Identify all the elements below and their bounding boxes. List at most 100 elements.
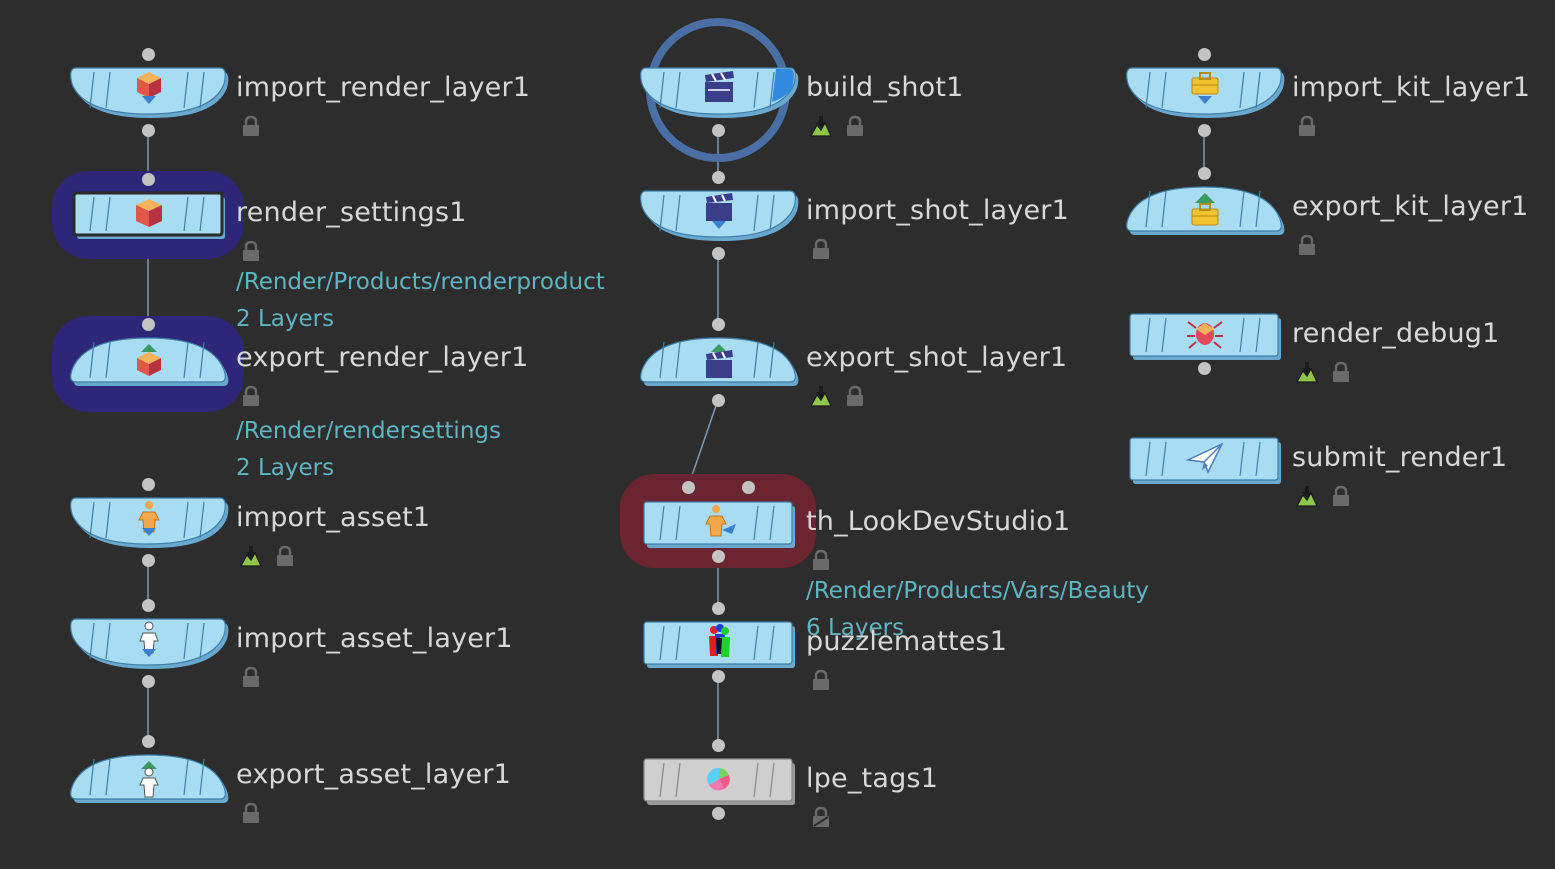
node-export-kit-layer1[interactable] (1126, 185, 1285, 255)
toolkit-down-icon (1180, 66, 1230, 110)
connector-dot[interactable] (141, 734, 155, 748)
connector-dot[interactable] (711, 806, 725, 820)
connector-dot[interactable] (711, 123, 725, 137)
annotation-line: 6 Layers (806, 615, 905, 641)
node-label[interactable]: th_LookDevStudio1 (806, 506, 1071, 537)
node-flags (1296, 115, 1318, 137)
bypass-lock-icon (810, 806, 832, 828)
node-export-shot-layer1[interactable] (640, 336, 799, 406)
lock-icon (240, 240, 262, 262)
node-import-render-layer1[interactable] (70, 66, 229, 136)
node-label[interactable]: import_asset1 (236, 502, 431, 533)
node-flags (810, 806, 832, 828)
node-flags (240, 666, 262, 688)
node-submit-render1[interactable] (1129, 436, 1281, 506)
annotation-line: /Render/Products/renderproduct (236, 269, 605, 295)
import-icon (1295, 361, 1318, 383)
node-flags (810, 669, 832, 691)
lock-icon (240, 666, 262, 688)
lpe-tags-icon (694, 757, 744, 801)
lock-icon (810, 669, 832, 691)
node-flags (809, 385, 866, 407)
node-flags (1295, 485, 1352, 507)
connector-dot[interactable] (681, 480, 695, 494)
lock-icon (1330, 485, 1352, 507)
puzzle-mattes-icon (694, 620, 744, 664)
node-label[interactable]: puzzlemattes1 (806, 626, 1008, 657)
node-puzzlemattes1[interactable] (643, 620, 795, 690)
debug-bug-icon (1180, 312, 1230, 356)
node-label[interactable]: submit_render1 (1292, 442, 1508, 473)
node-flags (809, 115, 866, 137)
connector-dot[interactable] (1197, 166, 1211, 180)
node-flags (240, 385, 262, 407)
connector-dot[interactable] (711, 317, 725, 331)
lock-icon (1296, 234, 1318, 256)
node-label[interactable]: export_render_layer1 (236, 342, 529, 373)
connector-dot[interactable] (1197, 361, 1211, 375)
asset-layer-down-icon (124, 617, 174, 661)
connector-dot[interactable] (141, 553, 155, 567)
node-label[interactable]: export_asset_layer1 (236, 759, 512, 790)
node-export-render-layer1[interactable] (70, 336, 229, 406)
lock-icon (274, 545, 296, 567)
node-label[interactable]: export_kit_layer1 (1292, 191, 1529, 222)
render-box-down-icon (124, 66, 174, 110)
connector-dot[interactable] (711, 393, 725, 407)
node-import-shot-layer1[interactable] (640, 189, 799, 259)
node-flags (1295, 361, 1352, 383)
connector-dot[interactable] (711, 549, 725, 563)
connector-dot[interactable] (741, 480, 755, 494)
connector-dot[interactable] (141, 172, 155, 186)
connector-dot[interactable] (711, 738, 725, 752)
node-label[interactable]: lpe_tags1 (806, 763, 939, 794)
node-label[interactable]: import_shot_layer1 (806, 195, 1069, 226)
node-label[interactable]: build_shot1 (806, 72, 964, 103)
connector-dot[interactable] (141, 674, 155, 688)
connector-dot[interactable] (711, 669, 725, 683)
node-import-kit-layer1[interactable] (1126, 66, 1285, 136)
node-render-settings1[interactable] (72, 191, 225, 261)
render-box-icon (124, 191, 174, 235)
node-import-asset1[interactable] (70, 496, 229, 566)
node-label[interactable]: import_render_layer1 (236, 72, 531, 103)
wire[interactable] (687, 399, 719, 488)
node-flags (810, 549, 832, 571)
import-icon (1295, 485, 1318, 507)
node-import-asset-layer1[interactable] (70, 617, 229, 687)
node-label[interactable]: import_asset_layer1 (236, 623, 513, 654)
node-export-asset-layer1[interactable] (70, 753, 229, 823)
asset-layer-up-icon (124, 757, 174, 801)
node-label[interactable]: render_settings1 (236, 197, 467, 228)
connector-dot[interactable] (141, 123, 155, 137)
node-flags (1296, 234, 1318, 256)
node-build-shot1[interactable] (640, 66, 799, 136)
node-label[interactable]: export_shot_layer1 (806, 342, 1068, 373)
clapperboard-icon (694, 66, 744, 110)
node-label[interactable]: import_kit_layer1 (1292, 72, 1531, 103)
node-lpe-tags1[interactable] (643, 757, 795, 827)
node-label[interactable]: render_debug1 (1292, 318, 1500, 349)
connector-dot[interactable] (141, 477, 155, 491)
render-box-up-icon (124, 340, 174, 384)
connector-dot[interactable] (711, 246, 725, 260)
connector-dot[interactable] (711, 170, 725, 184)
node-flags (240, 802, 262, 824)
connector-dot[interactable] (141, 598, 155, 612)
node-annotation: /Render/Products/Vars/Beauty 6 Layers (806, 573, 1149, 647)
annotation-line: /Render/Products/Vars/Beauty (806, 578, 1149, 604)
lock-icon (240, 802, 262, 824)
lock-icon (240, 385, 262, 407)
connector-dot[interactable] (141, 47, 155, 61)
connector-dot[interactable] (141, 317, 155, 331)
connector-dot[interactable] (711, 601, 725, 615)
connector-dot[interactable] (1197, 123, 1211, 137)
annotation-line: /Render/rendersettings (236, 418, 501, 444)
clapperboard-down-icon (694, 189, 744, 233)
connector-dot[interactable] (1197, 47, 1211, 61)
lock-icon (844, 115, 866, 137)
node-th-lookdevstudio1[interactable] (643, 500, 795, 570)
node-render-debug1[interactable] (1129, 312, 1281, 382)
annotation-line: 2 Layers (236, 455, 335, 481)
